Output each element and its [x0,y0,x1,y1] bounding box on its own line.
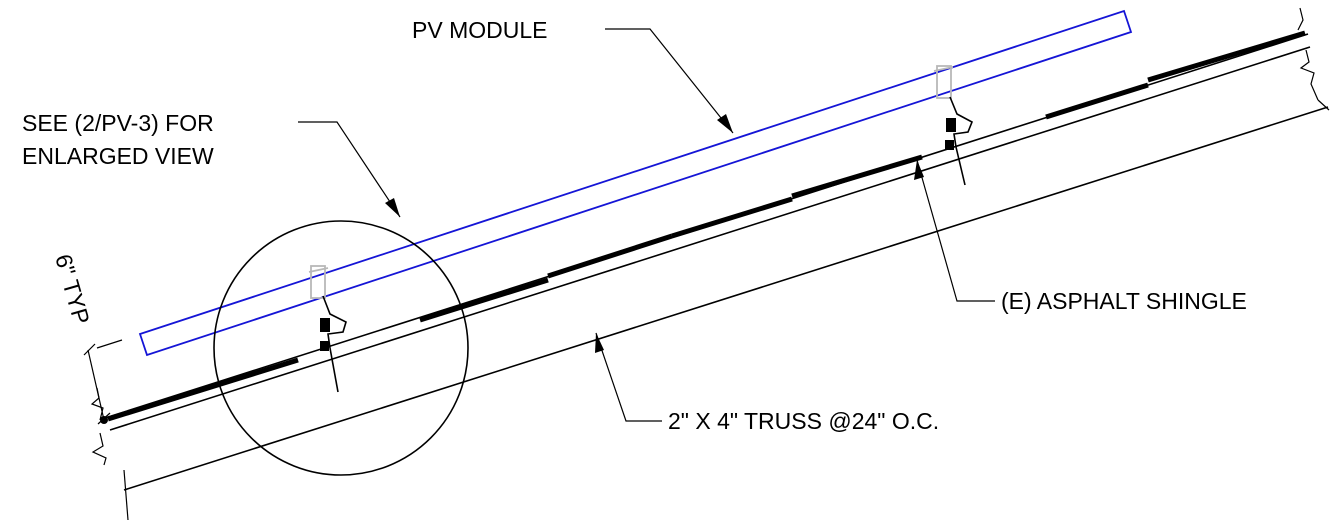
shingle-segment [107,357,299,422]
leaders [298,28,995,422]
pv-module-label: PV MODULE [412,17,547,43]
shingle-segment [1147,30,1306,83]
dimension-extension-line [96,339,123,349]
shingle-segment [671,196,793,239]
dimension-tick-bottom [97,412,111,425]
truss-arrow [595,333,604,353]
clamp-left [310,265,326,299]
see-detail-leader [298,121,401,218]
shingle-segment [1045,82,1149,120]
lag-screw-left [329,347,339,393]
roof-deck-bottom-line [109,46,1311,431]
bolt-left [320,318,330,332]
truss-label: 2" X 4" TRUSS @24" O.C. [668,408,939,434]
see-detail-arrow [385,198,400,217]
lag-screw-right [955,146,966,186]
truss-bottom-line [123,106,1329,491]
left-end-line [123,469,129,521]
pv-module-outline [138,9,1133,357]
nut-left [320,341,329,351]
right-break-line-upper [1297,7,1304,31]
clamp-right [936,65,952,99]
asphalt-shingles [100,30,1306,424]
right-break-line-lower [1299,49,1319,101]
see-detail-label-line2: ENLARGED VIEW [22,143,214,169]
see-detail-label-line1: SEE (2/PV-3) FOR [22,110,214,136]
dimension-tick-top [83,343,96,356]
pv-module-arrow [717,114,733,133]
shingle-arrow [914,160,924,180]
nut-right [945,140,954,150]
shingle-segment [547,233,673,279]
mount-hardware-left [308,265,347,393]
clamp-right-top [933,66,954,72]
mount-hardware-right [933,65,974,186]
dimension-line [87,349,105,421]
dimension-6in: 6" TYP [50,251,123,425]
bracket-left [322,295,347,349]
shingle-segment [419,277,549,323]
bolt-right [946,118,956,132]
left-break-line-lower [91,432,107,466]
shingle-segment [791,154,923,199]
dimension-label: 6" TYP [50,251,95,327]
truss-leader [595,332,662,422]
pv-module-leader [605,28,734,134]
shingle-leader [916,159,995,302]
clamp-left-top [308,267,329,273]
right-end-line [1317,99,1330,111]
enlarged-view-circle [213,220,469,476]
bracket-right [949,96,974,148]
asphalt-shingle-label: (E) ASPHALT SHINGLE [1001,288,1247,314]
